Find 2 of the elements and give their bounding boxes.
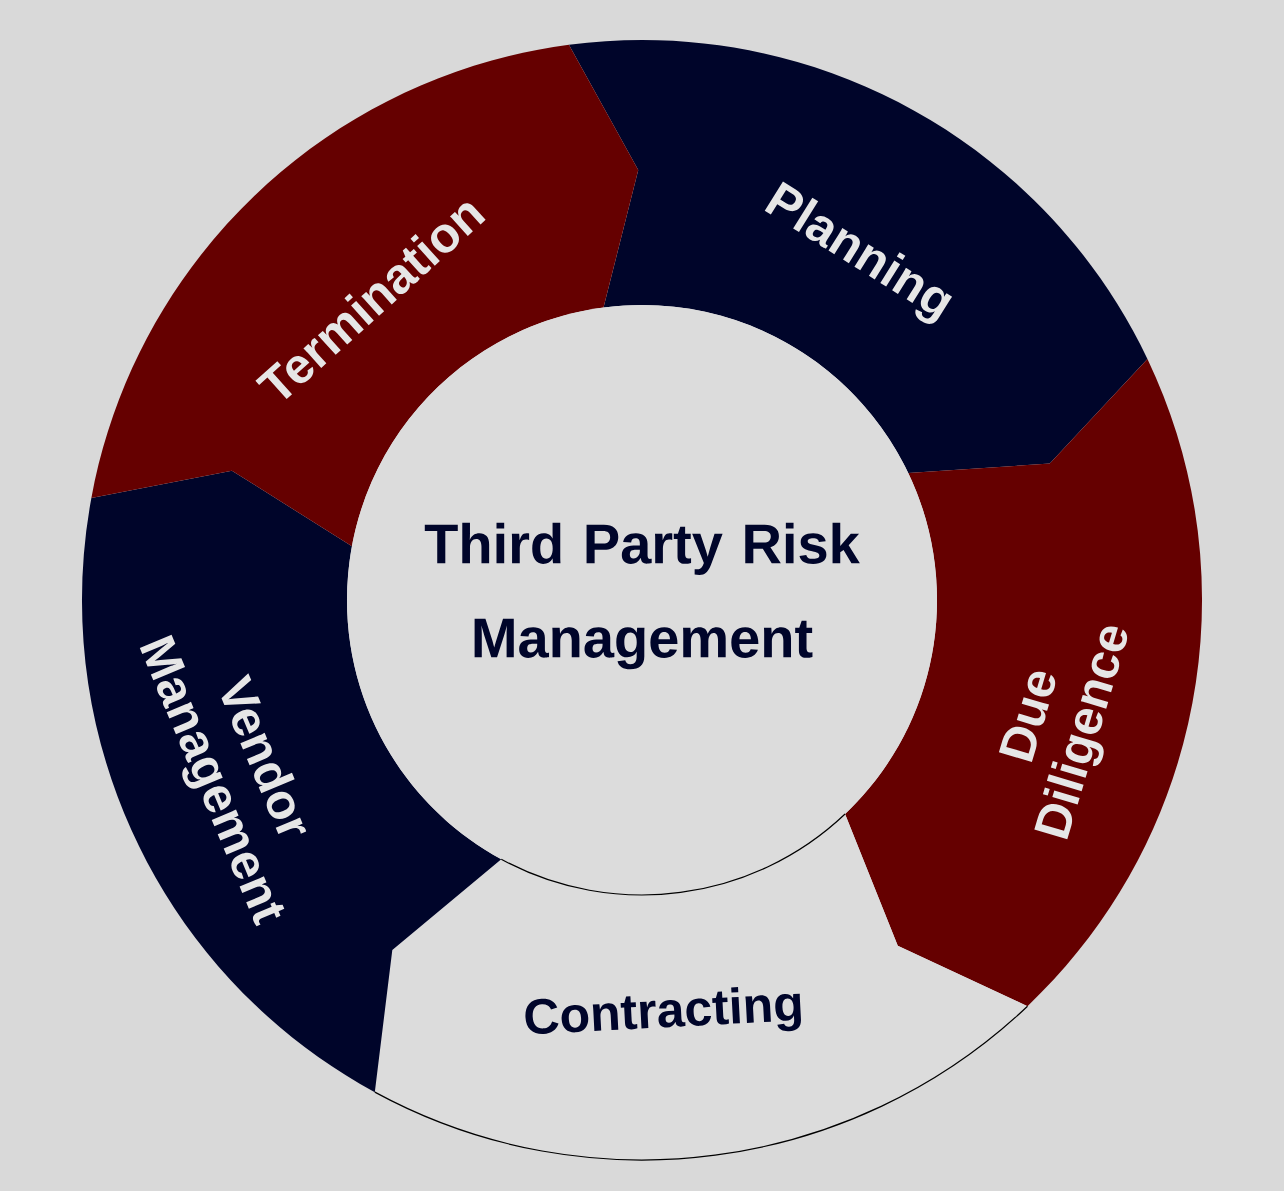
- node-label: Contracting: [525, 987, 801, 1035]
- cycle-segment: Contracting: [374, 814, 1029, 1161]
